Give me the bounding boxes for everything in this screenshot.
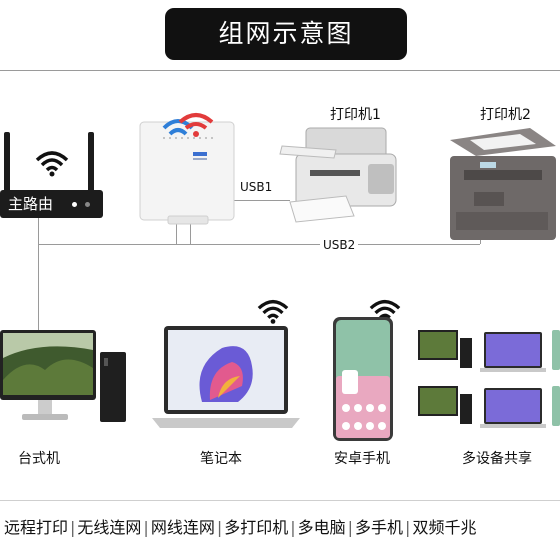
multi-device-label: 多设备共享	[462, 451, 532, 467]
usb2-line-box	[190, 222, 191, 244]
main-router: 主路由	[0, 190, 103, 218]
feature-wired: 网线连网	[150, 518, 215, 537]
print-server-box	[139, 121, 235, 225]
laptop-wifi-icon	[257, 299, 289, 324]
feature-multi-pc: 多电脑	[297, 518, 346, 537]
router-antenna-right	[88, 132, 94, 192]
diagram-title: 组网示意图	[165, 8, 407, 60]
feature-dual-band: 双频千兆	[412, 518, 477, 537]
usb2-label: USB2	[320, 238, 359, 252]
desktop-pc-icon	[0, 330, 126, 422]
feature-multi-printer: 多打印机	[224, 518, 289, 537]
lan-line-router-to-box	[38, 244, 190, 245]
bottom-divider	[0, 500, 560, 501]
title-divider	[0, 70, 560, 71]
feature-strip: 远程打印|无线连网|网线连网|多打印机|多电脑|多手机|双频千兆	[0, 508, 560, 548]
lan-line-box-down	[176, 222, 177, 244]
printer2-label: 打印机2	[480, 107, 531, 123]
multi-device-group-icon	[418, 330, 560, 428]
feature-wireless: 无线连网	[77, 518, 142, 537]
main-router-label: 主路由	[8, 195, 54, 213]
desktop-pc-label: 台式机	[18, 451, 60, 467]
android-phone-label: 安卓手机	[334, 451, 390, 467]
router-wifi-icon	[35, 151, 69, 177]
feature-multi-phone: 多手机	[355, 518, 404, 537]
printer1-label: 打印机1	[330, 107, 381, 123]
router-antenna-left	[4, 132, 10, 192]
printer1-icon	[279, 127, 397, 223]
feature-remote-print: 远程打印	[4, 518, 69, 537]
laptop-icon	[152, 326, 300, 428]
dual-band-wifi-icon	[162, 113, 214, 137]
usb1-label: USB1	[240, 180, 273, 194]
lan-line-router-to-pc	[38, 218, 39, 330]
android-phone-icon	[333, 317, 393, 441]
usb1-line	[230, 200, 290, 201]
laptop-label: 笔记本	[200, 451, 242, 467]
printer2-icon	[450, 128, 556, 240]
